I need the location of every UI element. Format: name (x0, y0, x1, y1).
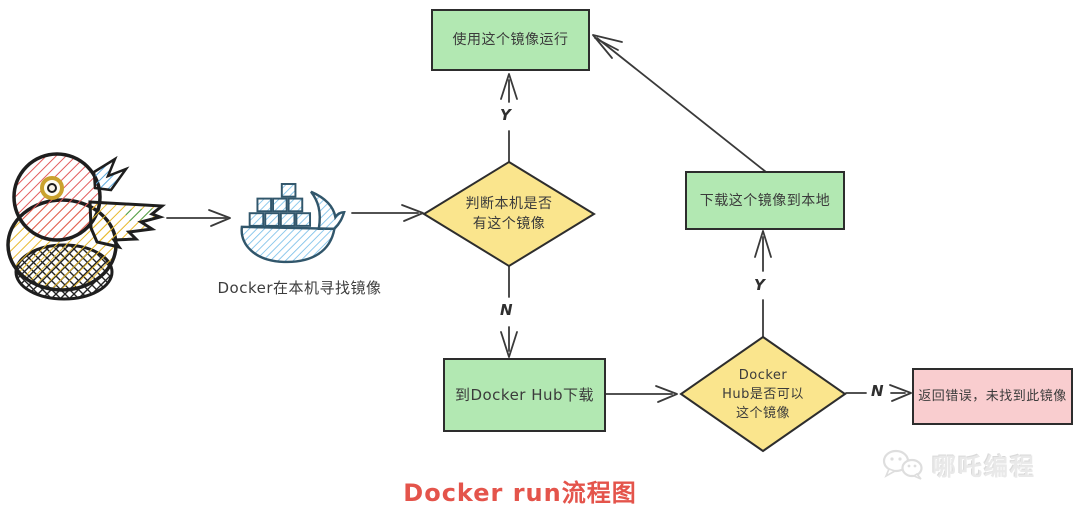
whale-caption: Docker在本机寻找镜像 (217, 279, 382, 297)
arrowhead (401, 204, 424, 222)
arrowhead (592, 34, 623, 59)
node-docker-hub-box (443, 358, 606, 432)
bird-beak-flame (92, 155, 130, 192)
arrowhead (500, 331, 518, 358)
node-hub-check-diamond (679, 335, 847, 453)
arrow-download-to-run (596, 37, 767, 173)
bird-wing-green-hatch (124, 208, 160, 221)
watermark: 哪吒编程 (882, 447, 1036, 482)
whale-body (240, 225, 336, 264)
whale-tail (310, 190, 346, 231)
arrowhead (754, 230, 772, 258)
watermark-label: 哪吒编程 (932, 453, 1036, 481)
docker-whale-icon (240, 183, 346, 264)
wechat-icon (882, 449, 923, 480)
node-download-local-box (685, 171, 845, 230)
bird-eye-pupil (47, 183, 57, 193)
arrowhead (655, 385, 678, 403)
arrowhead (889, 384, 912, 402)
node-error-box (912, 368, 1073, 425)
node-check-local-diamond (422, 160, 596, 268)
bird-illustration (6, 152, 167, 301)
arrowhead (208, 209, 231, 227)
flow-arrows (166, 34, 912, 403)
node-run-image-box (431, 9, 590, 71)
whale-containers (248, 183, 312, 227)
diagram-title: Docker run流程图 (403, 479, 637, 507)
arrowhead (500, 73, 518, 100)
